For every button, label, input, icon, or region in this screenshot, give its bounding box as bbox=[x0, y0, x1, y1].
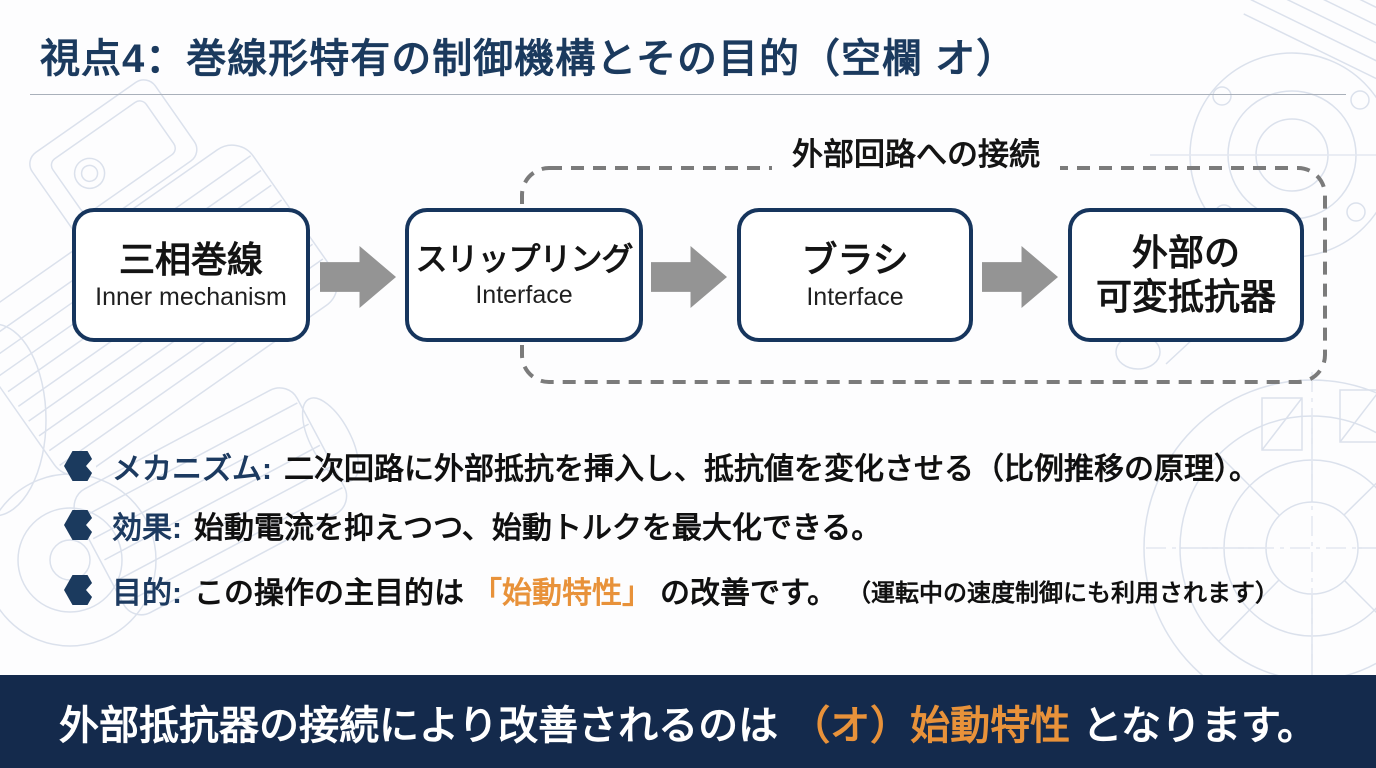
bullet-text: 始動電流を抑えつつ、始動トルクを最大化できる。 bbox=[194, 512, 882, 545]
box-jp-label: ブラシ bbox=[801, 238, 909, 280]
bullet-label: 効果: bbox=[112, 512, 182, 545]
bullet-purpose: 目的: この操作の主目的は 「始動特性」 の改善です。 （運転中の速度制御にも利… bbox=[64, 568, 1279, 612]
box-jp-label: 三相巻線 bbox=[118, 238, 263, 280]
hex-bullet-icon bbox=[64, 575, 96, 605]
conclusion-text-post: となります。 bbox=[1082, 703, 1317, 748]
bullet-label: 目的: bbox=[112, 577, 182, 610]
conclusion-bar: 外部抵抗器の接続により改善されるのは （オ）始動特性 となります。 bbox=[0, 675, 1376, 768]
bullet-note: （運転中の速度制御にも利用されます） bbox=[847, 579, 1279, 607]
bullet-text: 二次回路に外部抵抗を挿入し、抵抗値を変化させる（比例推移の原理）。 bbox=[284, 453, 1259, 486]
box-jp-label: スリップリング bbox=[415, 240, 633, 277]
bullet-highlight: 「始動特性」 bbox=[472, 577, 652, 610]
box-en-label: Interface bbox=[475, 281, 573, 310]
box-external-variable-resistor: 外部の 可変抵抗器 bbox=[1068, 208, 1304, 342]
bullet-label: メカニズム: bbox=[112, 453, 272, 486]
conclusion-highlight: （オ）始動特性 bbox=[790, 703, 1071, 748]
box-jp-label: 外部の 可変抵抗器 bbox=[1095, 232, 1276, 317]
conclusion-text-pre: 外部抵抗器の接続により改善されるのは bbox=[58, 703, 779, 748]
bullet-text-pre: この操作の主目的は bbox=[194, 577, 464, 610]
hex-bullet-icon bbox=[64, 451, 96, 481]
bullet-effect: 効果: 始動電流を抑えつつ、始動トルクを最大化できる。 bbox=[64, 503, 881, 547]
box-slip-ring: スリップリング Interface bbox=[405, 208, 643, 342]
box-en-label: Interface bbox=[806, 283, 904, 312]
box-three-phase-winding: 三相巻線 Inner mechanism bbox=[72, 208, 310, 342]
box-en-label: Inner mechanism bbox=[95, 283, 287, 312]
box-brush: ブラシ Interface bbox=[737, 208, 973, 342]
page-title: 視点4：巻線形特有の制御機構とその目的（空欄 オ） bbox=[40, 37, 1018, 81]
bullet-text-post: の改善です。 bbox=[660, 577, 837, 610]
external-circuit-label: 外部回路への接続 bbox=[772, 134, 1060, 176]
hex-bullet-icon bbox=[64, 510, 96, 540]
title-divider bbox=[30, 94, 1346, 95]
bullet-mechanism: メカニズム: 二次回路に外部抵抗を挿入し、抵抗値を変化させる（比例推移の原理）。 bbox=[64, 444, 1259, 488]
